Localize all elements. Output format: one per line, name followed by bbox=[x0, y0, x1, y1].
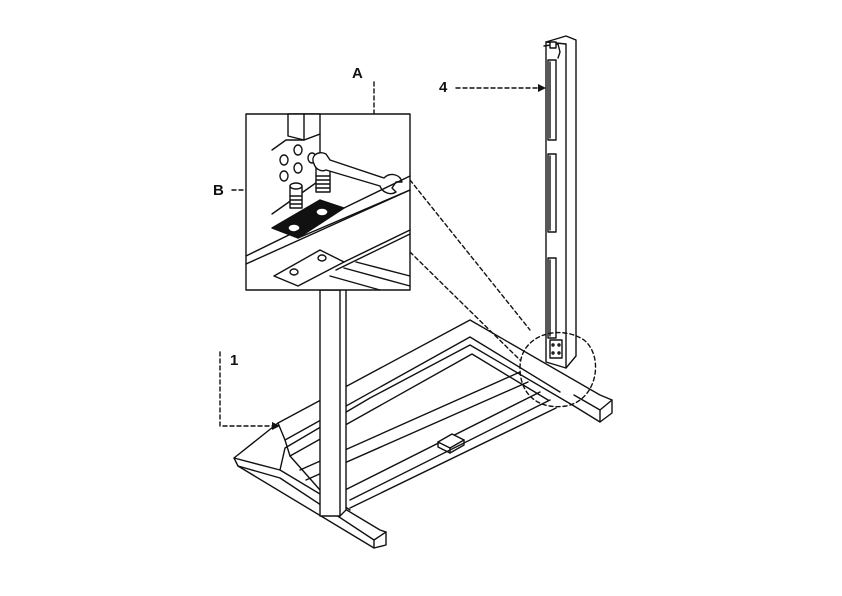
detail-highlight-ellipse bbox=[520, 333, 596, 407]
detail-inset bbox=[246, 114, 410, 290]
arrow-4 bbox=[538, 84, 546, 92]
center-post bbox=[320, 284, 346, 516]
arrow-1 bbox=[272, 422, 280, 430]
callout-label-1: 1 bbox=[230, 352, 239, 369]
upright-column-4 bbox=[544, 36, 576, 368]
base-frame bbox=[234, 320, 612, 548]
callout-label-a: A bbox=[352, 65, 363, 82]
callout-label-b: B bbox=[213, 182, 224, 199]
detail-leader-top bbox=[410, 180, 530, 330]
leader-1 bbox=[220, 352, 274, 426]
detail-leader-bottom bbox=[410, 252, 520, 360]
callout-label-4: 4 bbox=[439, 79, 448, 96]
